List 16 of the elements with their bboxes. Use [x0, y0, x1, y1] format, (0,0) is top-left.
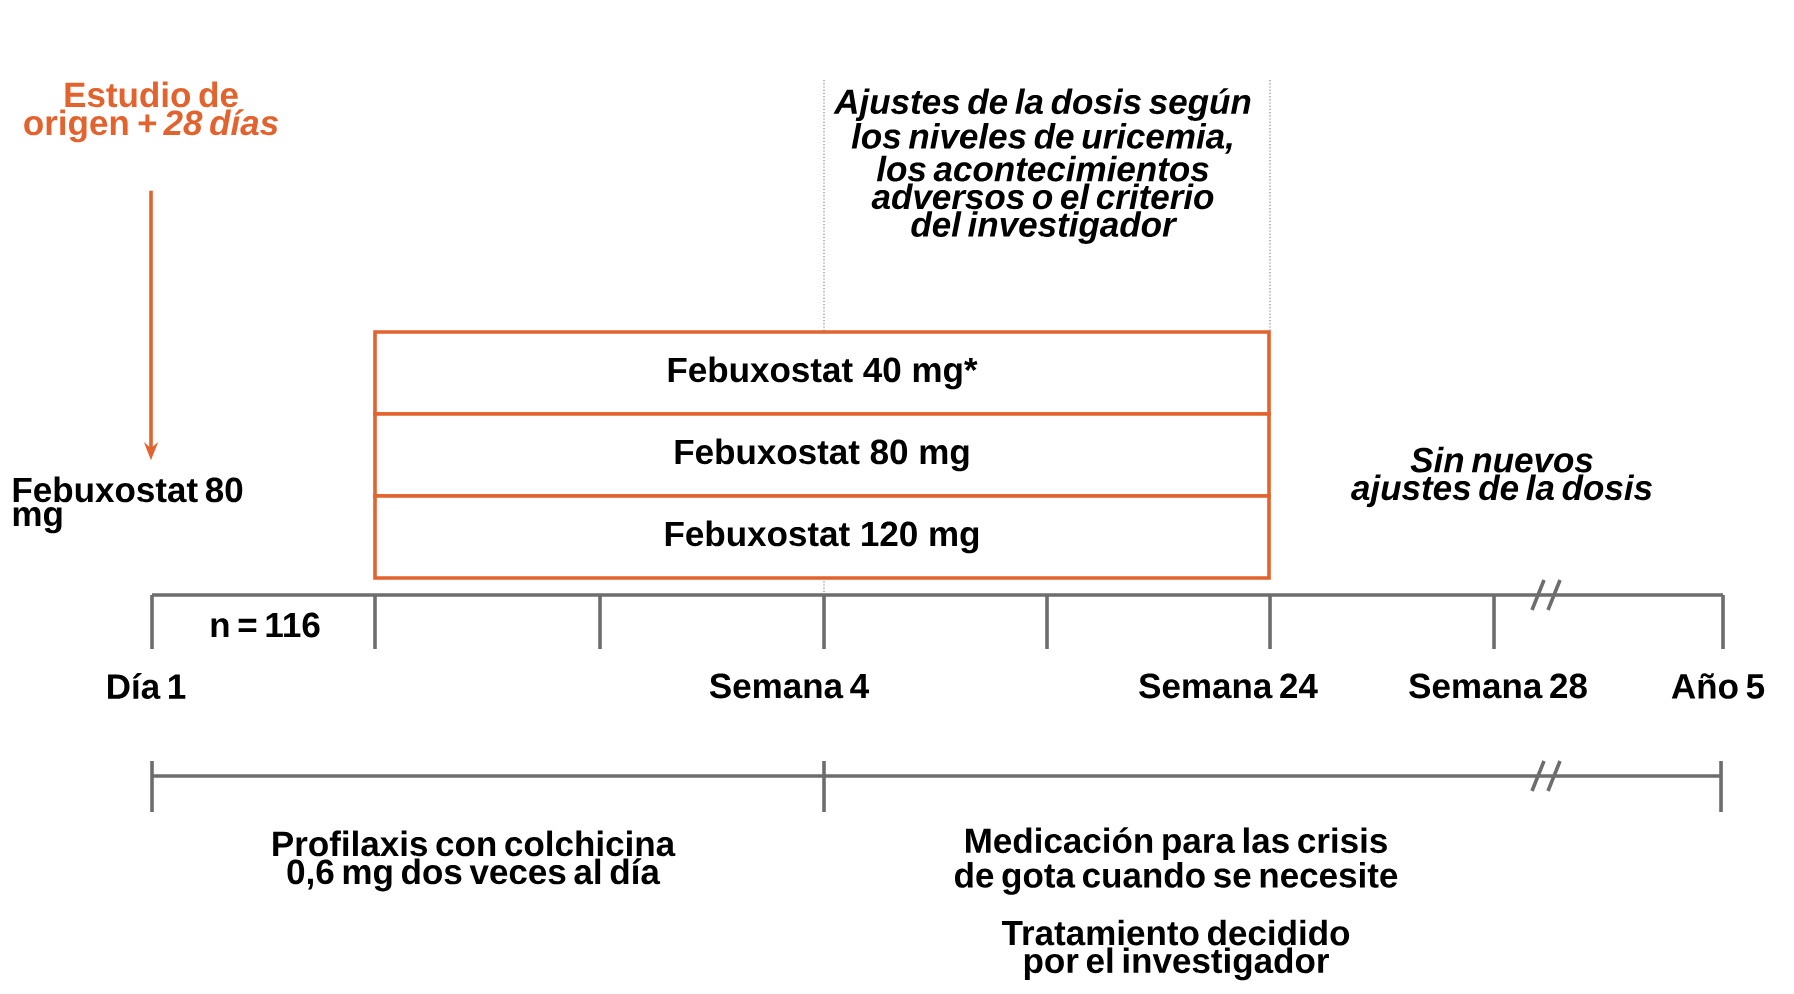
- phase-label: Medicación para las crisis de gota cuando se necesite: [955, 827, 1398, 895]
- dose-box: Febuxostat 40 mg*: [373, 330, 1271, 416]
- phase-label: Tratamiento decidido por el investigador: [1001, 919, 1350, 981]
- timepoint-label: Día 1: [108, 673, 186, 699]
- sample-size-label: n = 116: [211, 612, 320, 638]
- heading-text: Estudio de origen + 28 días: [24, 81, 278, 143]
- phase-label: Profilaxis con colchicina 0,6 mg dos veces al día: [273, 830, 676, 892]
- timepoint-label: Semana 4: [709, 673, 869, 699]
- dose-text: Febuxostat 80 mg: [13, 476, 243, 534]
- note-text: Ajustes de la dosis según los niveles de uricemia, los acontecimientos adversos o el criterio del investigador: [833, 88, 1251, 244]
- timepoint-label: Año 5: [1671, 673, 1765, 699]
- note-text: Sin nuevos ajustes de la dosis: [1351, 446, 1652, 508]
- dose-box: Febuxostat 80 mg: [373, 412, 1271, 498]
- timepoint-label: Semana 28: [1409, 673, 1587, 699]
- timepoint-label: Semana 24: [1139, 673, 1318, 699]
- dose-box: Febuxostat 120 mg: [373, 494, 1271, 580]
